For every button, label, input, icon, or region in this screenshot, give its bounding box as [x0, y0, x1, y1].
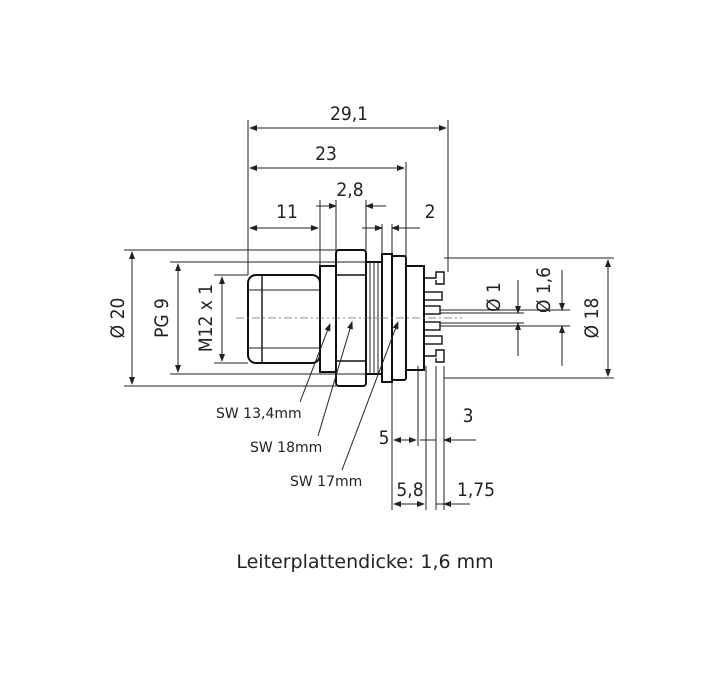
dim-dia-18: Ø 18 [581, 298, 603, 339]
dimension-lines-right [440, 257, 614, 379]
dim-length-11: 11 [276, 201, 298, 223]
pcb-pins [423, 271, 445, 363]
dim-len-5-8: 5,8 [396, 479, 423, 501]
dimension-lines-top [247, 120, 449, 275]
callout-sw-17: SW 17mm [290, 474, 362, 490]
dim-length-2: 2 [425, 201, 436, 223]
dim-len-1-75: 1,75 [457, 479, 495, 501]
dim-len-5: 5 [379, 427, 390, 449]
dim-total-length: 29,1 [330, 103, 368, 125]
dimension-lines-bottom [391, 366, 476, 510]
pcb-thickness-caption: Leiterplattendicke: 1,6 mm [236, 551, 493, 573]
dim-len-3: 3 [463, 405, 474, 427]
dim-pg9: PG 9 [151, 298, 173, 338]
callout-sw-18: SW 18mm [250, 440, 322, 456]
dim-length-23: 23 [315, 143, 337, 165]
dim-dia-1-6: Ø 1,6 [533, 267, 555, 313]
dim-length-2-8: 2,8 [336, 179, 363, 201]
dim-m12: M12 x 1 [195, 284, 217, 352]
dim-dia-20: Ø 20 [107, 298, 129, 339]
connector-outline [236, 249, 462, 387]
callout-leaders [299, 321, 399, 471]
callout-sw-13-4: SW 13,4mm [216, 406, 302, 422]
dimension-lines-left [124, 249, 366, 387]
dim-dia-1: Ø 1 [483, 282, 505, 312]
